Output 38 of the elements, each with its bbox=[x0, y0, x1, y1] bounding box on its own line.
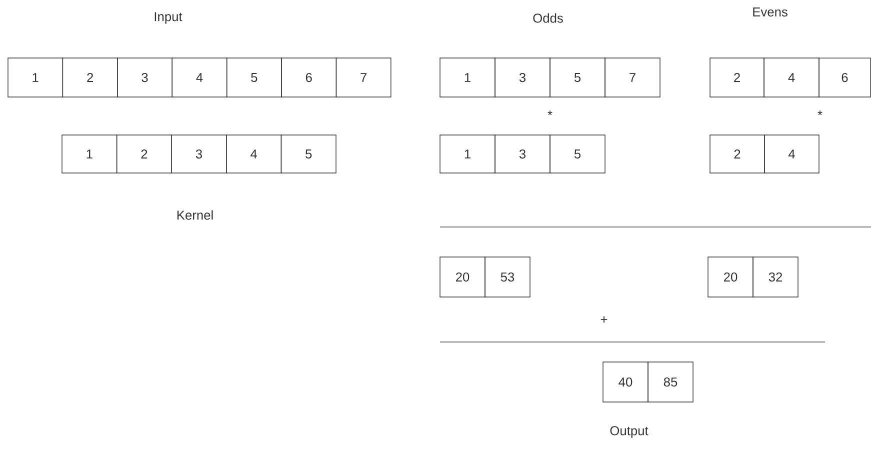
number-cell: 32 bbox=[752, 256, 798, 298]
number-cell: 5 bbox=[226, 58, 282, 98]
number-cell: 5 bbox=[280, 134, 336, 174]
number-cell: 6 bbox=[818, 58, 871, 98]
number-cell: 4 bbox=[226, 134, 282, 174]
number-cell: 4 bbox=[764, 134, 820, 174]
number-cell: 3 bbox=[494, 134, 550, 174]
number-cell: 5 bbox=[550, 134, 606, 174]
number-cell: 20 bbox=[440, 256, 486, 298]
number-cell: 1 bbox=[8, 58, 64, 98]
label: Odds bbox=[533, 13, 563, 23]
number-cell: 2 bbox=[710, 134, 765, 174]
label: Output bbox=[610, 426, 648, 438]
number-cell: 5 bbox=[550, 58, 606, 98]
number-cell: 20 bbox=[708, 256, 754, 298]
number-cell: 3 bbox=[171, 134, 227, 174]
label: + bbox=[600, 316, 608, 323]
label: Input bbox=[154, 12, 182, 24]
number-cell: 2 bbox=[116, 134, 172, 174]
label: * bbox=[548, 110, 552, 116]
number-cell: 53 bbox=[484, 256, 530, 298]
number-cell: 4 bbox=[172, 58, 228, 98]
number-cell: 6 bbox=[281, 58, 337, 98]
number-cell: 3 bbox=[494, 58, 550, 98]
number-cell: 1 bbox=[62, 134, 118, 174]
label: * bbox=[818, 110, 822, 116]
number-cell: 4 bbox=[764, 58, 820, 98]
number-cell: 2 bbox=[62, 58, 118, 98]
label: Kernel bbox=[177, 210, 213, 220]
number-cell: 2 bbox=[710, 58, 764, 98]
number-cell: 1 bbox=[440, 58, 496, 98]
number-cell: 1 bbox=[440, 134, 496, 174]
number-cell: 7 bbox=[604, 58, 660, 98]
number-cell: 7 bbox=[336, 58, 392, 98]
label: Evens bbox=[753, 8, 788, 16]
number-cell: 40 bbox=[602, 362, 648, 402]
number-cell: 85 bbox=[648, 362, 694, 402]
number-cell: 3 bbox=[117, 58, 172, 98]
